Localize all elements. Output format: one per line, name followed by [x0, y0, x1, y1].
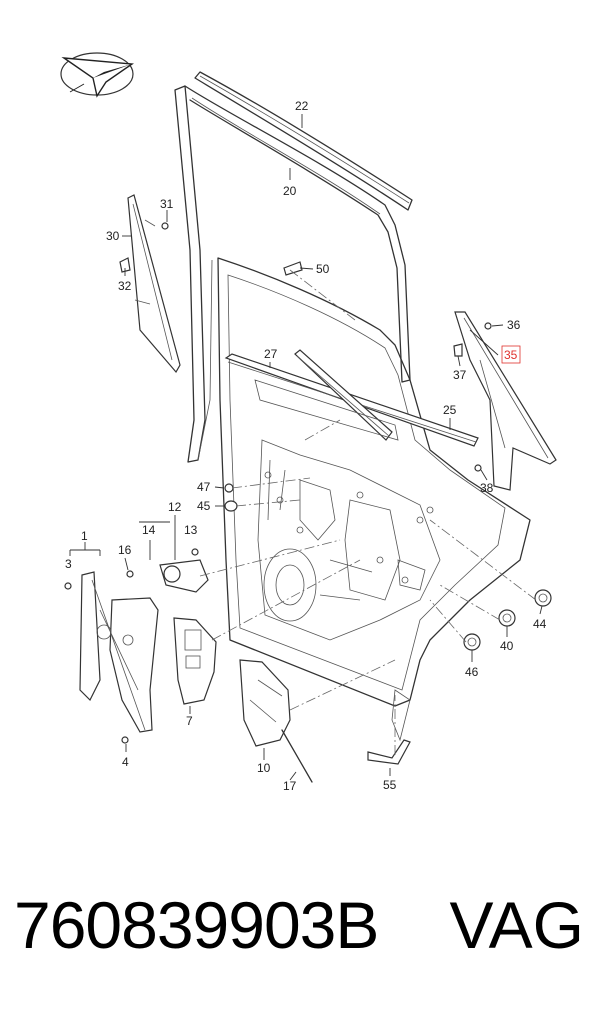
callout-55: 55 — [383, 778, 397, 792]
callout-35: 35 — [504, 348, 518, 362]
callout-16: 16 — [118, 543, 132, 557]
outer-belt-seal-part — [254, 349, 399, 441]
callout-31: 31 — [160, 197, 174, 211]
callout-30: 30 — [106, 229, 120, 243]
callout-38: 38 — [480, 481, 494, 495]
callout-35-frame — [501, 345, 521, 364]
callout-20: 20 — [283, 184, 297, 198]
pillar-trim-part — [127, 194, 181, 374]
callout-45: 45 — [197, 499, 211, 513]
callout-36: 36 — [507, 318, 521, 332]
callout-25: 25 — [443, 403, 457, 417]
brand-name: VAG — [449, 888, 584, 962]
callout-7: 7 — [186, 714, 193, 728]
callout-10: 10 — [257, 761, 271, 775]
window-frame-part — [174, 85, 411, 463]
part-number: 760839903B — [14, 888, 379, 962]
triangle-cover-part — [454, 311, 557, 491]
exploded-parts-diagram: 22 20 50 31 30 32 36 35 37 27 25 38 47 4… — [60, 52, 557, 793]
callout-50: 50 — [316, 262, 330, 276]
leader-lines — [69, 114, 543, 781]
paper-plane-compass-icon — [60, 52, 134, 98]
window-regulator-part — [79, 571, 159, 733]
callout-14: 14 — [142, 523, 156, 537]
door-lock-part — [239, 659, 313, 783]
fasteners — [64, 222, 492, 744]
callout-13: 13 — [184, 523, 198, 537]
seal-strip-part — [367, 739, 411, 765]
callout-4: 4 — [122, 755, 129, 769]
callout-labels: 22 20 50 31 30 32 36 35 37 27 25 38 47 4… — [65, 99, 547, 793]
door-handle-bezel-part — [173, 617, 217, 705]
window-seal-part — [194, 71, 413, 211]
callout-3: 3 — [65, 557, 72, 571]
callout-44: 44 — [533, 617, 547, 631]
callout-37: 37 — [453, 368, 467, 382]
callout-46: 46 — [465, 665, 479, 679]
callout-12: 12 — [168, 500, 182, 514]
door-shell-part — [217, 257, 531, 742]
callout-1: 1 — [81, 529, 88, 543]
callout-17: 17 — [283, 779, 297, 793]
assembly-lines — [199, 269, 537, 755]
window-motor-part — [159, 559, 209, 593]
clip-part-50 — [283, 261, 303, 276]
callout-40: 40 — [500, 639, 514, 653]
callout-27: 27 — [264, 347, 278, 361]
callout-47: 47 — [197, 480, 211, 494]
callout-32: 32 — [118, 279, 132, 293]
callout-22: 22 — [295, 99, 309, 113]
